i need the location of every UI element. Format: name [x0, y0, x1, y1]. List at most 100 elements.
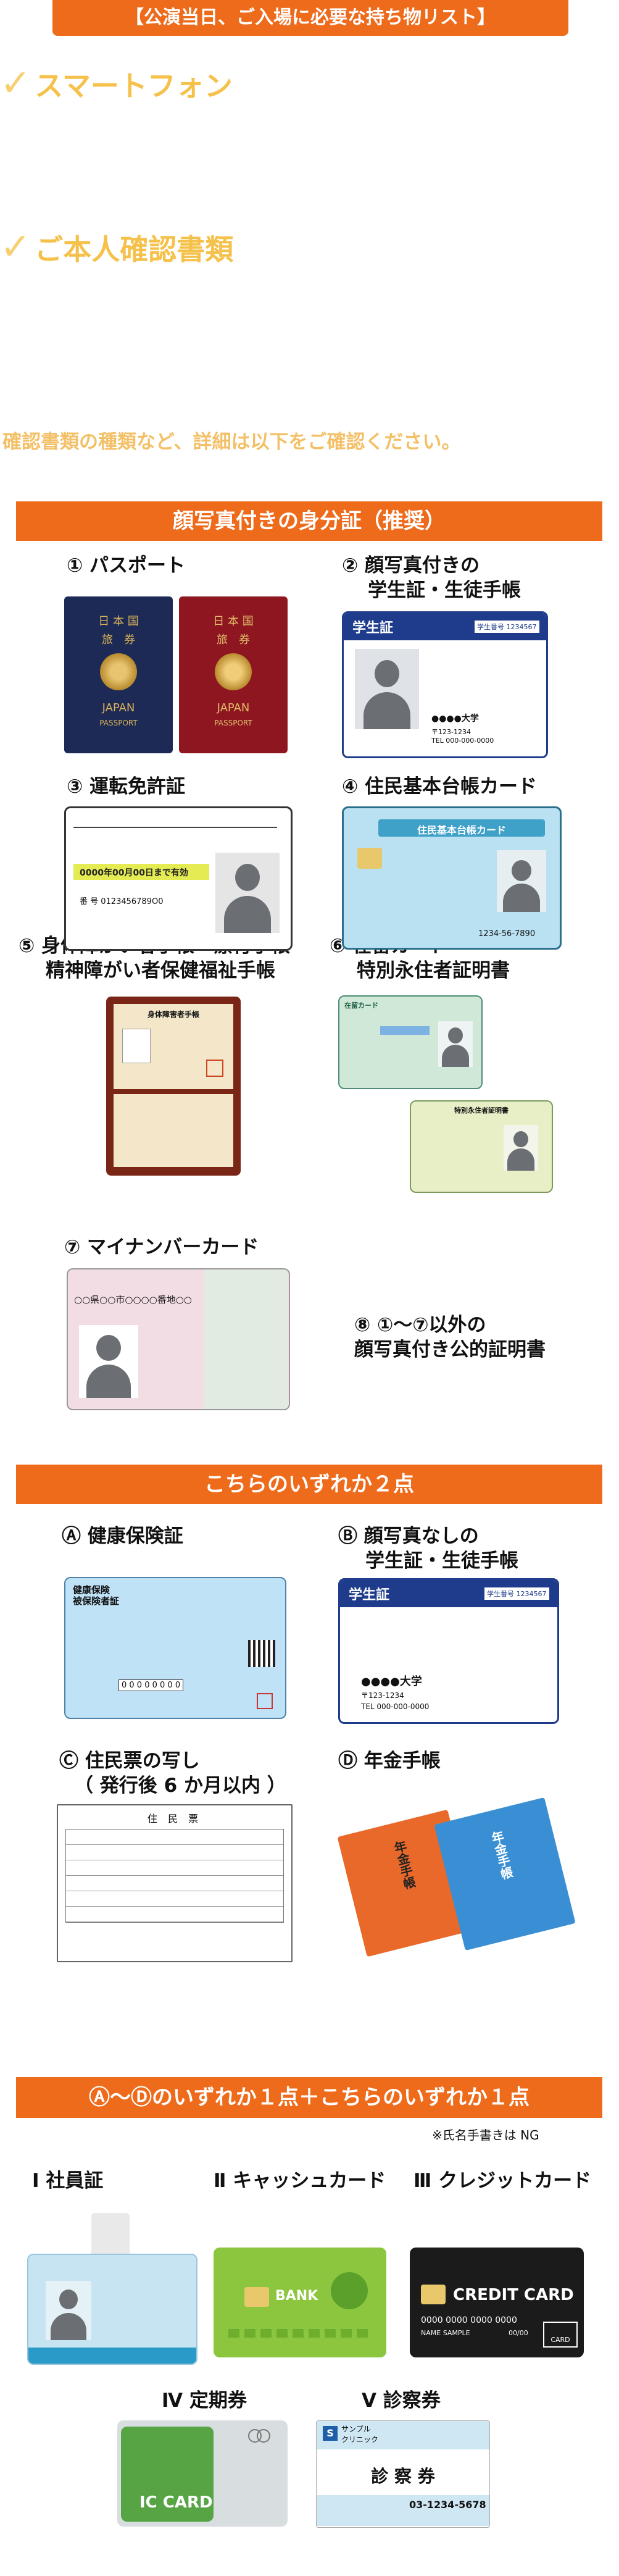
handwritten-name-note: ※氏名手書きは NG: [432, 2128, 539, 2143]
label-residence-2: 特別永住者証明書: [357, 960, 510, 982]
photo-placeholder: [497, 850, 546, 912]
label-employee-id: Ⅰ 社員証: [32, 2170, 104, 2192]
person-head-icon: [513, 1131, 528, 1147]
kenpo-subtitle: 被保険者証: [73, 1595, 120, 1607]
person-head-icon: [375, 660, 399, 687]
validity-text: 0000年00月00日まで有効: [80, 868, 188, 878]
handbook-bottom-page: [114, 1094, 233, 1167]
section1-title: 顔写真付きの身分証（推奨）: [173, 509, 446, 533]
clinic-name: サンプル クリニック: [341, 2425, 379, 2444]
label-student-photo-1: ② 顔写真付きの: [342, 554, 480, 577]
card-brand-logo: CARD: [543, 2322, 578, 2348]
juki-tel: 1234-56-7890: [478, 929, 536, 939]
item-smartphone-label: スマートフォン: [35, 69, 233, 102]
label-juminhyo-1: Ⓒ 住民票の写し: [59, 1750, 200, 1772]
clinic-tel: 03-1234-5678: [409, 2499, 486, 2511]
item-id-document-label: ご本人確認書類: [35, 233, 234, 266]
card-green-panel: [121, 2427, 214, 2522]
ic-card-label: IC CARD: [139, 2493, 213, 2512]
passport-japan: JAPAN: [102, 701, 135, 714]
section1-banner: 顔写真付きの身分証（推奨）: [16, 501, 602, 541]
university-name: ●●●●大学: [431, 714, 479, 724]
special-permanent-resident-card: 特別永住者証明書: [410, 1100, 553, 1193]
card-header: [378, 819, 545, 837]
cash-card: BANK: [214, 2248, 386, 2357]
person-head-icon: [235, 864, 260, 891]
photo-placeholder: [438, 1021, 473, 1067]
commuter-pass: IC CARD: [117, 2420, 288, 2527]
photo-placeholder: [79, 1325, 138, 1398]
passport-country: 日 本 国: [98, 615, 139, 628]
student-number: 学生番号 1234567: [484, 1587, 549, 1600]
person-head-icon: [59, 2290, 78, 2309]
label-commuter-pass: Ⅳ 定期券: [162, 2390, 247, 2412]
student-id-nophoto-card: 学生証 学生番号 1234567 ●●●●大学 〒123-1234 TEL 00…: [338, 1578, 559, 1724]
clinic-logo-icon: S: [323, 2426, 338, 2441]
label-pension-book: Ⓓ 年金手帳: [338, 1750, 441, 1772]
passport-type: 旅 券: [217, 634, 250, 646]
chrysanthemum-emblem-icon: [215, 653, 252, 690]
bank-label: BANK: [275, 2288, 318, 2304]
card-footer: [317, 2495, 489, 2526]
info-band: [380, 1026, 430, 1035]
kenpo-number: 0 0 0 0 0 0 0 0: [118, 1679, 184, 1691]
clinic-card-title: 診 察 券: [371, 2466, 435, 2486]
top-banner-text: 【公演当日、ご入場に必要な持ち物リスト】: [125, 7, 496, 28]
item-id-document: ✓ご本人確認書類: [0, 225, 233, 269]
photo-placeholder: [122, 1029, 151, 1063]
bank-logo-icon: [331, 2272, 368, 2309]
ic-chip-icon: [244, 2287, 269, 2307]
label-disability-2: 精神障がい者保健福祉手帳: [46, 960, 275, 982]
photo-placeholder: [46, 2281, 91, 2340]
person-head-icon: [512, 860, 531, 881]
residence-card: 在留カード: [338, 995, 483, 1089]
handbook-top-page: 身体障害者手帳: [114, 1004, 233, 1089]
student-id-card: 学生証 学生番号 1234567 ●●●●大学 〒123-1234 TEL 00…: [342, 611, 548, 758]
section2-banner: こちらのいずれか２点: [16, 1465, 602, 1504]
label-other-1: ⑧ ①〜⑦以外の: [354, 1314, 486, 1336]
photo-placeholder: [215, 853, 280, 933]
label-juki-card: ④ 住民基本台帳カード: [342, 776, 538, 798]
check-icon: ✓: [0, 62, 31, 105]
label-clinic-card: Ⅴ 診察券: [362, 2390, 441, 2412]
label-drivers-license: ③ 運転免許証: [67, 776, 186, 798]
employee-id-card: [27, 2254, 197, 2365]
label-mynumber: ⑦ マイナンバーカード: [64, 1236, 259, 1258]
license-number: 番 号 0123456789O0: [80, 897, 164, 906]
juki-card: 住民基本台帳カード 1234-56-7890: [342, 806, 562, 950]
student-number: 学生番号 1234567: [475, 621, 539, 633]
photo-placeholder: [355, 649, 419, 729]
label-student-nophoto-2: 学生証・生徒手帳: [365, 1550, 518, 1572]
clinic-card: S サンプル クリニック 診 察 券 03-1234-5678: [316, 2420, 490, 2528]
juminhyo-document: 住 民 票: [57, 1804, 293, 1962]
credit-card: CREDIT CARD 0000 0000 0000 0000 NAME SAM…: [410, 2248, 584, 2357]
person-body-icon: [507, 1148, 534, 1171]
photo-placeholder: [504, 1125, 538, 1171]
student-card-title: 学生証: [349, 1587, 390, 1603]
validity-strip: [73, 864, 209, 880]
juminhyo-title: 住 民 票: [147, 1813, 202, 1825]
passport-red: 日 本 国 旅 券 JAPAN PASSPORT: [179, 596, 288, 753]
check-icon: ✓: [0, 225, 31, 269]
passport-country: 日 本 国: [213, 615, 254, 628]
item-smartphone: ✓スマートフォン: [0, 62, 233, 105]
university-address: 〒123-1234: [361, 1691, 404, 1700]
label-health-insurance: Ⓐ 健康保険証: [62, 1525, 183, 1547]
person-head-icon: [448, 1027, 463, 1043]
qr-code-icon: [248, 1640, 275, 1667]
label-credit-card: Ⅲ クレジットカード: [413, 2170, 592, 2192]
juki-title: 住民基本台帳カード: [417, 824, 506, 836]
kenpo-title: 健康保険: [73, 1584, 110, 1595]
label-other-2: 顔写真付き公的証明書: [354, 1339, 546, 1361]
id-stripe: [28, 2348, 196, 2364]
card-right-panel: [204, 1269, 288, 1409]
person-body-icon: [442, 1045, 469, 1067]
label-student-photo-2: 学生証・生徒手帳: [368, 579, 521, 601]
top-banner: 【公演当日、ご入場に必要な持ち物リスト】: [52, 0, 568, 36]
ic-chip-icon: [357, 848, 382, 869]
seal-stamp: [206, 1060, 223, 1077]
person-body-icon: [51, 2313, 86, 2340]
person-body-icon: [224, 896, 271, 933]
label-passport: ① パスポート: [67, 554, 186, 577]
label-student-nophoto-1: Ⓑ 顔写真なしの: [338, 1525, 479, 1547]
